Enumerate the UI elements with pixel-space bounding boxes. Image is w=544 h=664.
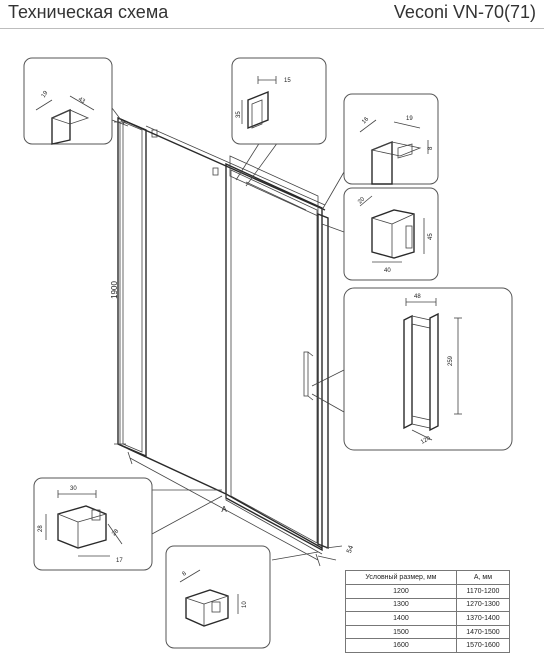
tr-dim-c: 8 [428,146,434,150]
guide-depth-label: 54 [346,545,355,555]
table-cell-a: 1570-1600 [455,638,511,653]
guide-dim-d: 28 [111,528,120,537]
table-header-a: А, мм [455,570,511,585]
mid-clamp-mark [212,167,219,176]
top-rail-edge [145,125,326,206]
header-divider [0,28,544,29]
stop-dim-a: 8 [181,570,188,577]
handle-dim-height: 259 [448,355,454,366]
width-dimension-label: A [221,505,227,514]
size-table: Условный размер, мм А, мм 1200 1170-1200… [345,570,511,653]
detail-handle: 48 259 120 [343,287,513,451]
height-dimension-label: 1900 [110,281,119,299]
top-dim-b: 35 [236,111,242,118]
handle-dim-depth: 120 [420,435,432,446]
table-cell-a: 1470-1500 [455,624,511,640]
roller-dim-a: 20 [357,196,366,205]
dimension-height: 1900 [110,121,126,445]
guide-slot [91,509,101,521]
top-rail [117,117,326,211]
detail-top-left-profile: 19 43 [23,57,113,145]
bracket-slot [397,143,413,159]
bracket-top [370,141,422,157]
tr-dim-b: 19 [406,116,413,122]
dimension-guide-depth: 54 [317,545,355,561]
guide-dim-b: 17 [116,558,123,564]
tl-dim-b: 43 [77,97,86,106]
leader-lines [111,107,345,561]
profile-shape [247,90,269,130]
door-handle [303,351,309,397]
detail-top-right-bracket: 16 19 8 [343,93,439,185]
table-header-row: Условный размер, мм А, мм [345,570,511,585]
detail-top-profile: 15 35 [231,57,327,145]
handle-bar-rear [429,312,439,432]
table-cell-a: 1270-1300 [455,597,511,613]
detail-panel [231,57,327,145]
table-row: 1500 1470-1500 [345,624,511,640]
table-row: 1300 1270-1300 [345,597,511,613]
detail-panel [343,93,439,185]
tr-dim-a: 16 [361,116,370,125]
bottom-profile-edge [225,494,323,555]
carriage-rod [245,181,307,211]
roller-dim-c: 40 [384,268,391,274]
table-cell-nominal: 1500 [345,624,457,640]
table-cell-nominal: 1200 [345,584,457,599]
table-row: 1600 1570-1600 [345,638,511,653]
tl-dim-a: 19 [41,90,50,99]
model-name: Veconi VN-70(71) [393,2,536,22]
guide-dim-w: 30 [70,486,77,492]
dimension-width: A [127,451,321,567]
detail-panel [165,545,271,649]
detail-bottom-guide: 30 28 28 17 [33,477,153,571]
table-header-nominal: Условный размер, мм [345,570,457,585]
detail-panel [23,57,113,145]
stop-dim-b: 10 [242,601,248,608]
guide-dim-h: 28 [38,525,44,532]
roller-dim-b: 45 [428,233,434,240]
table-cell-a: 1170-1200 [455,584,511,599]
table-row: 1200 1170-1200 [345,584,511,599]
page-title: Техническая схема [8,2,169,22]
stop-slot [211,601,221,613]
table-cell-a: 1370-1400 [455,611,511,626]
handle-bracket-bottom [307,395,314,401]
sliding-door [225,162,323,552]
roller-slot [405,225,413,249]
top-dim-a: 15 [284,78,291,84]
handle-bracket-top [307,351,314,357]
sliding-door-inner [230,169,318,544]
detail-bottom-stop: 8 10 [165,545,271,649]
profile-channel [251,99,263,129]
wall-profile-right [317,212,329,550]
table-cell-nominal: 1300 [345,597,457,613]
detail-panel [343,287,513,451]
detail-panel [33,477,153,571]
table-cell-nominal: 1400 [345,611,457,626]
table-row: 1400 1370-1400 [345,611,511,626]
stop-block [185,589,229,627]
profile-top [50,109,90,125]
detail-panel [343,187,439,281]
handle-dim-top: 48 [414,294,421,300]
fixed-panel-inner [122,121,143,453]
detail-roller: 20 45 40 [343,187,439,281]
guide-block [57,505,107,549]
roller-block [371,209,415,259]
table-cell-nominal: 1600 [345,638,457,653]
